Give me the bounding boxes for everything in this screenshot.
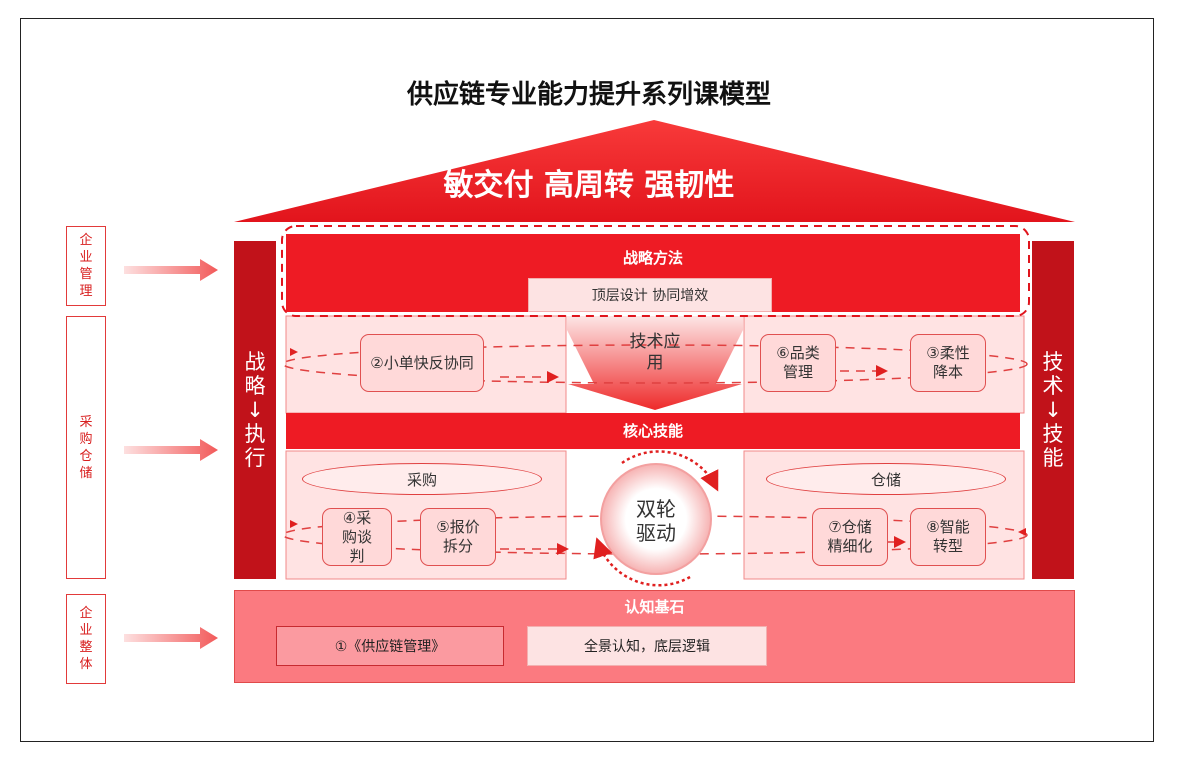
warehouse-ellipse: 仓储: [766, 463, 1006, 495]
roof-shape: [234, 120, 1075, 222]
core-skills-band: 核心技能: [286, 413, 1020, 449]
pillar-strategy-execution: 战略↓执行: [234, 241, 276, 579]
course-warehouse-refinement: ⑦仓储精细化: [812, 508, 888, 566]
course-supply-chain-management: ①《供应链管理》: [276, 626, 504, 666]
dual-drive-label: 双轮驱动: [636, 497, 676, 545]
procurement-ellipse: 采购: [302, 463, 542, 495]
arrow-right-icon: [124, 627, 218, 649]
strategy-title: 战略方法: [622, 249, 683, 267]
tech-application-label: 技术应用: [629, 332, 681, 373]
pillar-tech-skills: 技术↓技能: [1032, 241, 1074, 579]
arrow-right-icon: [124, 439, 218, 461]
tech-application-arrow: [567, 316, 743, 410]
roof-slogan: 敏交付 高周转 强韧性: [443, 168, 735, 203]
course-intelligent-transformation: ⑧智能转型: [910, 508, 986, 566]
foundation-title: 认知基石: [624, 598, 685, 616]
arrow-right-icon: [124, 259, 218, 281]
label-enterprise-whole: 企业整体: [66, 594, 106, 684]
label-procurement-warehouse: 采购仓储: [66, 316, 106, 579]
strategy-subtitle: 顶层设计 协同增效: [528, 278, 772, 312]
course-flexible-cost-reduction: ③柔性降本: [910, 334, 986, 392]
course-small-order-quick-response: ②小单快反协同: [360, 334, 484, 392]
page-title: 供应链专业能力提升系列课模型: [406, 80, 771, 110]
dual-drive-circle: [600, 463, 712, 575]
course-category-management: ⑥品类管理: [760, 334, 836, 392]
course-quote-breakdown: ⑤报价拆分: [420, 508, 496, 566]
diagram-frame: [20, 18, 1154, 742]
foundation-description: 全景认知，底层逻辑: [527, 626, 767, 666]
label-enterprise-management: 企业管理: [66, 226, 106, 306]
course-procurement-negotiation: ④采购谈判: [322, 508, 392, 566]
strategy-dashed-outline: [281, 225, 1030, 317]
